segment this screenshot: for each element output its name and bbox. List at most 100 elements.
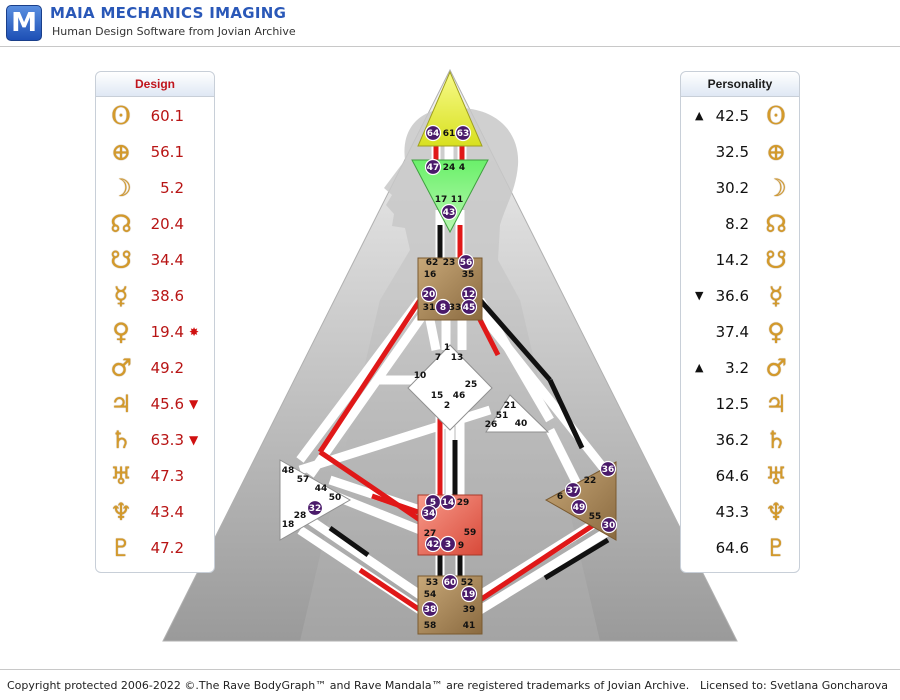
active-gate-marker bbox=[439, 493, 457, 511]
design-row[interactable]: ♀19.4✸ bbox=[96, 314, 214, 350]
gate-number[interactable]: 8 bbox=[440, 303, 446, 313]
gate-number[interactable]: 53 bbox=[426, 578, 439, 588]
gate-number[interactable]: 63 bbox=[457, 129, 470, 139]
design-row[interactable]: ☽5.2 bbox=[96, 170, 214, 206]
personality-row[interactable]: ♃12.5 bbox=[681, 386, 799, 422]
gate-number[interactable]: 40 bbox=[515, 419, 528, 429]
gate-number[interactable]: 33 bbox=[449, 303, 462, 313]
design-row[interactable]: ☋34.4 bbox=[96, 242, 214, 278]
gate-number[interactable]: 11 bbox=[451, 195, 464, 205]
gate-number[interactable]: 7 bbox=[435, 353, 441, 363]
gate-number[interactable]: 57 bbox=[297, 475, 310, 485]
gate-number[interactable]: 39 bbox=[463, 605, 476, 615]
gate-number[interactable]: 43 bbox=[443, 208, 456, 218]
gate-number[interactable]: 18 bbox=[282, 520, 295, 530]
gate-number[interactable]: 28 bbox=[294, 511, 307, 521]
gate-number[interactable]: 44 bbox=[315, 484, 328, 494]
gate-number[interactable]: 23 bbox=[443, 258, 456, 268]
gate-number[interactable]: 47 bbox=[427, 163, 440, 173]
design-row[interactable]: ♄63.3▼ bbox=[96, 422, 214, 458]
design-row[interactable]: ♅47.3 bbox=[96, 458, 214, 494]
personality-row[interactable]: ☋14.2 bbox=[681, 242, 799, 278]
design-row[interactable]: ⊕56.1 bbox=[96, 134, 214, 170]
mars-icon: ♂ bbox=[765, 354, 787, 382]
gate-number[interactable]: 60 bbox=[444, 578, 457, 588]
gate-number[interactable]: 49 bbox=[573, 503, 586, 513]
gate-number[interactable]: 9 bbox=[458, 541, 464, 551]
gate-number[interactable]: 1 bbox=[444, 343, 450, 353]
design-row[interactable]: ☊20.4 bbox=[96, 206, 214, 242]
gate-number[interactable]: 26 bbox=[485, 420, 498, 430]
design-row[interactable]: ☿38.6 bbox=[96, 278, 214, 314]
gate-number[interactable]: 12 bbox=[463, 290, 476, 300]
design-gate-value: 34.4 bbox=[150, 251, 184, 269]
gate-number[interactable]: 25 bbox=[465, 380, 478, 390]
design-row[interactable]: ♇47.2 bbox=[96, 530, 214, 566]
personality-row[interactable]: ⊕32.5 bbox=[681, 134, 799, 170]
gate-number[interactable]: 24 bbox=[443, 163, 456, 173]
gate-number[interactable]: 16 bbox=[424, 270, 437, 280]
gate-number[interactable]: 46 bbox=[453, 391, 466, 401]
personality-row[interactable]: ☿36.6▼ bbox=[681, 278, 799, 314]
gate-number[interactable]: 48 bbox=[282, 466, 295, 476]
gate-number[interactable]: 21 bbox=[504, 401, 517, 411]
gate-number[interactable]: 17 bbox=[435, 195, 448, 205]
gate-number[interactable]: 31 bbox=[423, 303, 436, 313]
design-row[interactable]: ♆43.4 bbox=[96, 494, 214, 530]
gate-number[interactable]: 50 bbox=[329, 493, 342, 503]
gate-number[interactable]: 13 bbox=[451, 353, 464, 363]
personality-row[interactable]: ♇64.6 bbox=[681, 530, 799, 566]
gate-number[interactable]: 32 bbox=[309, 504, 322, 514]
personality-gate-value: 64.6 bbox=[715, 539, 749, 557]
personality-row[interactable]: ♆43.3 bbox=[681, 494, 799, 530]
gate-number[interactable]: 37 bbox=[567, 486, 580, 496]
gate-number[interactable]: 41 bbox=[463, 621, 476, 631]
gate-number[interactable]: 30 bbox=[603, 521, 616, 531]
fixation-mark: ▲ bbox=[695, 361, 704, 374]
gate-number[interactable]: 55 bbox=[589, 512, 602, 522]
design-gate-value: 49.2 bbox=[150, 359, 184, 377]
gate-number[interactable]: 10 bbox=[414, 371, 427, 381]
gate-number[interactable]: 27 bbox=[424, 529, 437, 539]
gate-number[interactable]: 54 bbox=[424, 590, 437, 600]
personality-row[interactable]: ♄36.2 bbox=[681, 422, 799, 458]
gate-number[interactable]: 38 bbox=[424, 605, 437, 615]
gate-number[interactable]: 59 bbox=[464, 528, 477, 538]
gate-number[interactable]: 52 bbox=[461, 578, 474, 588]
gate-number[interactable]: 58 bbox=[424, 621, 437, 631]
personality-row[interactable]: ☊8.2 bbox=[681, 206, 799, 242]
gate-number[interactable]: 15 bbox=[431, 391, 444, 401]
gate-number[interactable]: 29 bbox=[457, 498, 470, 508]
gate-number[interactable]: 3 bbox=[445, 540, 451, 550]
gate-number[interactable]: 62 bbox=[426, 258, 439, 268]
personality-row[interactable]: ♀37.4 bbox=[681, 314, 799, 350]
gate-number[interactable]: 42 bbox=[427, 540, 440, 550]
design-row[interactable]: ♂49.2 bbox=[96, 350, 214, 386]
gate-number[interactable]: 45 bbox=[463, 303, 476, 313]
personality-row[interactable]: ♅64.6 bbox=[681, 458, 799, 494]
active-gate-marker bbox=[457, 253, 475, 271]
gate-number[interactable]: 4 bbox=[459, 163, 465, 173]
design-gate-value: 60.1 bbox=[150, 107, 184, 125]
design-row[interactable]: ♃45.6▼ bbox=[96, 386, 214, 422]
gate-number[interactable]: 64 bbox=[427, 129, 440, 139]
gate-number[interactable]: 34 bbox=[423, 509, 436, 519]
gate-number[interactable]: 20 bbox=[423, 290, 436, 300]
gate-number[interactable]: 2 bbox=[444, 401, 450, 411]
gate-number[interactable]: 14 bbox=[442, 498, 455, 508]
ajna-center bbox=[411, 159, 489, 234]
gate-number[interactable]: 56 bbox=[460, 258, 473, 268]
gate-number[interactable]: 36 bbox=[602, 465, 615, 475]
gate-number[interactable]: 51 bbox=[496, 411, 509, 421]
gate-number[interactable]: 19 bbox=[463, 590, 476, 600]
gate-number[interactable]: 35 bbox=[462, 270, 475, 280]
gate-number[interactable]: 61 bbox=[443, 129, 456, 139]
gate-number[interactable]: 5 bbox=[430, 498, 436, 508]
personality-row[interactable]: ♂3.2▲ bbox=[681, 350, 799, 386]
gate-number[interactable]: 22 bbox=[584, 476, 597, 486]
gate-number[interactable]: 6 bbox=[557, 492, 563, 502]
personality-gate-value: 12.5 bbox=[715, 395, 749, 413]
personality-row[interactable]: ☽30.2 bbox=[681, 170, 799, 206]
